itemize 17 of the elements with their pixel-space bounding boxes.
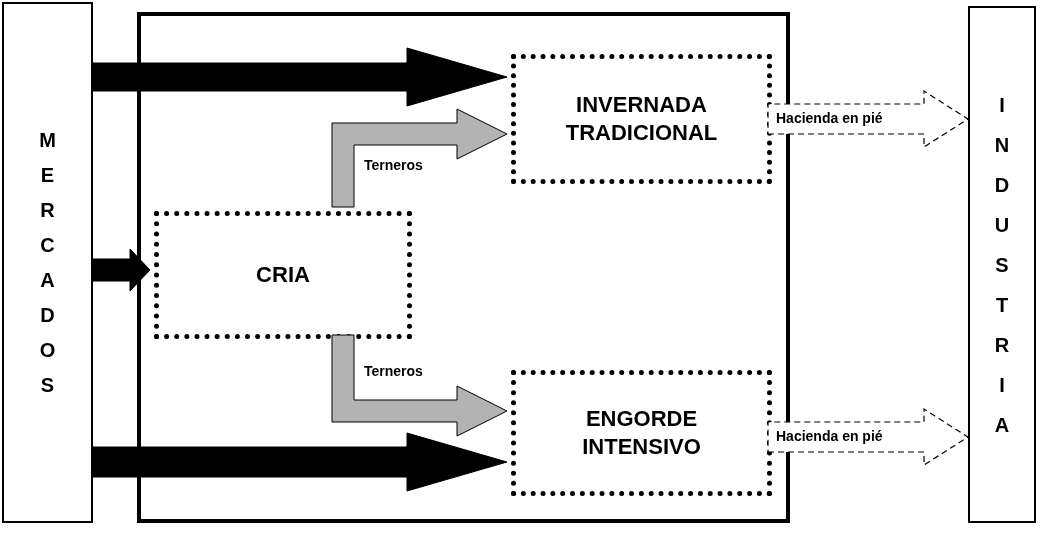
process-box: [154, 211, 412, 339]
box-label: ENGORDE INTENSIVO: [581, 405, 702, 461]
vertical-label: MERCADOS: [38, 127, 57, 398]
edge-label: Terneros: [364, 362, 423, 381]
block-arrow: [92, 47, 508, 107]
block-arrow: [331, 108, 508, 208]
block-arrow: [92, 432, 508, 492]
side-panel: [2, 2, 93, 523]
box-label: INVERNADA TRADICIONAL: [564, 91, 719, 147]
edge-label: Terneros: [364, 156, 423, 175]
process-box: [511, 370, 772, 496]
vertical-label: INDUSTRIA: [993, 92, 1011, 438]
process-box: [511, 54, 772, 184]
block-arrow: [92, 248, 151, 292]
box-label: CRIA: [255, 261, 311, 289]
block-arrow: [331, 334, 508, 437]
side-panel: [968, 6, 1036, 523]
